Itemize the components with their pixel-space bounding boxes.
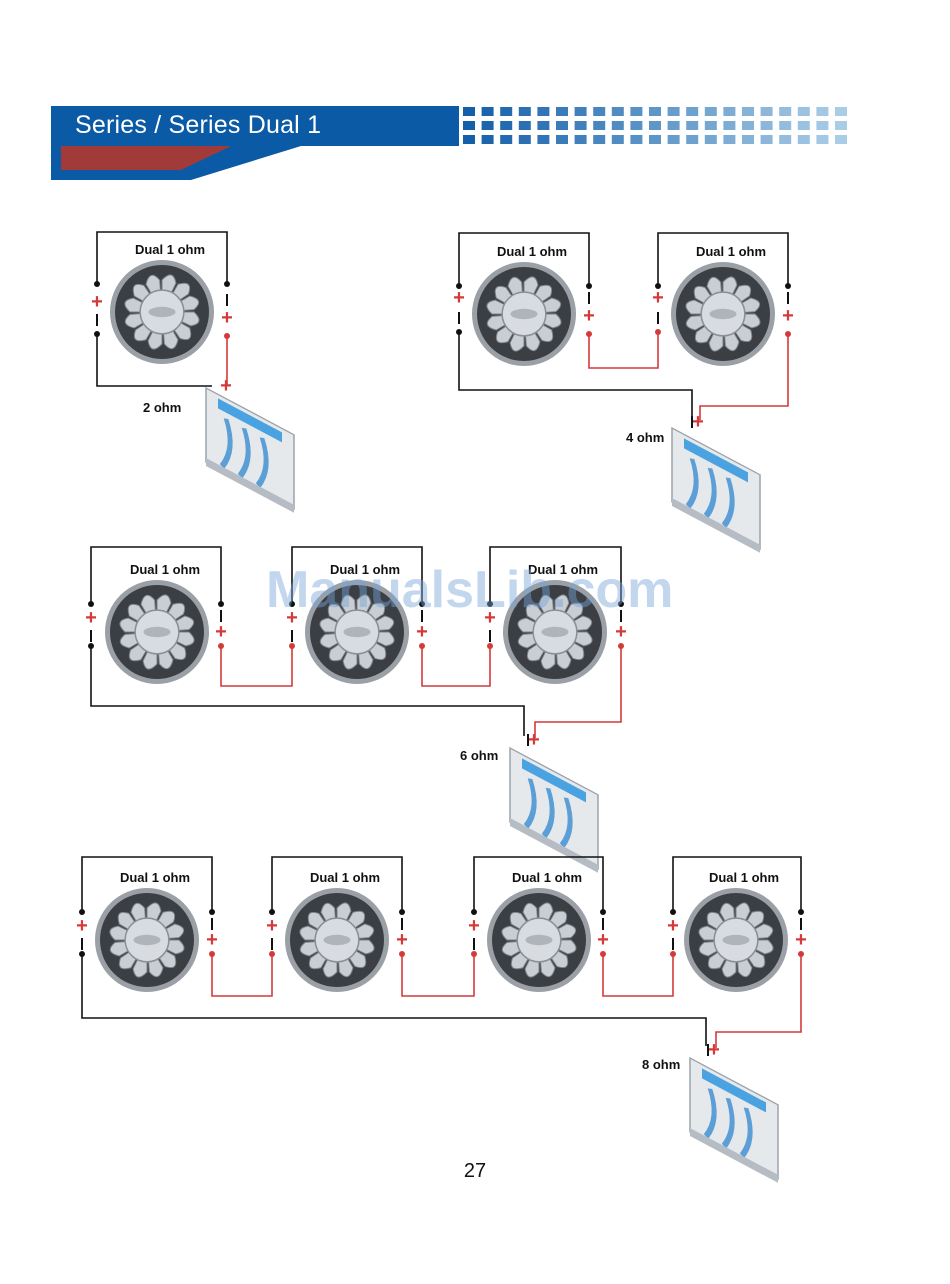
speaker-label: Dual 1 ohm	[497, 244, 567, 259]
plus-sign: +	[453, 287, 465, 309]
terminal-dot	[94, 281, 100, 287]
subwoofer-icon	[487, 888, 591, 992]
plus-sign: +	[782, 305, 794, 327]
subwoofer-icon	[110, 260, 214, 364]
wire-series-link	[212, 954, 272, 996]
speaker-badge	[722, 935, 749, 945]
amplifier-icon	[510, 748, 598, 873]
plus-sign: +	[76, 915, 88, 937]
amplifier-icon	[206, 388, 294, 513]
speaker-label: Dual 1 ohm	[512, 870, 582, 885]
speaker-label: Dual 1 ohm	[120, 870, 190, 885]
terminal-dot	[600, 909, 606, 915]
subwoofer-icon	[684, 888, 788, 992]
plus-sign: +	[220, 375, 232, 397]
terminal-dot	[399, 909, 405, 915]
watermark: ManualsLib.com	[266, 560, 673, 620]
terminal-dot	[209, 909, 215, 915]
speaker-badge	[133, 935, 160, 945]
plus-sign: +	[708, 1039, 720, 1061]
impedance-label: 2 ohm	[143, 400, 181, 415]
plus-sign: +	[597, 929, 609, 951]
wire-series-link	[221, 646, 292, 686]
wire-series-link	[589, 332, 658, 368]
impedance-label: 4 ohm	[626, 430, 664, 445]
impedance-label: 6 ohm	[460, 748, 498, 763]
speaker-label: Dual 1 ohm	[709, 870, 779, 885]
speaker-badge	[525, 935, 552, 945]
speaker-badge	[541, 627, 568, 637]
plus-sign: +	[221, 307, 233, 329]
impedance-label: 8 ohm	[642, 1057, 680, 1072]
plus-sign: +	[583, 305, 595, 327]
speaker-label: Dual 1 ohm	[310, 870, 380, 885]
plus-sign: +	[615, 621, 627, 643]
page-number: 27	[0, 1160, 950, 1183]
plus-sign: +	[266, 915, 278, 937]
plus-sign: +	[85, 607, 97, 629]
plus-sign: +	[416, 621, 428, 643]
speaker-badge	[323, 935, 350, 945]
subwoofer-icon	[671, 262, 775, 366]
speaker-label: Dual 1 ohm	[135, 242, 205, 257]
terminal-dot	[785, 283, 791, 289]
subwoofer-icon	[472, 262, 576, 366]
wire-series-link	[422, 646, 490, 686]
plus-sign: +	[692, 411, 704, 433]
subwoofer-icon	[105, 580, 209, 684]
amplifier-icon	[672, 428, 760, 553]
plus-sign: +	[528, 729, 540, 751]
plus-sign: +	[652, 287, 664, 309]
plus-sign: +	[795, 929, 807, 951]
plus-sign: +	[206, 929, 218, 951]
wire-series-link	[603, 954, 673, 996]
terminal-dot	[586, 283, 592, 289]
speaker-badge	[709, 309, 736, 319]
plus-sign: +	[396, 929, 408, 951]
terminal-dot	[218, 601, 224, 607]
speaker-label: Dual 1 ohm	[130, 562, 200, 577]
plus-sign: +	[468, 915, 480, 937]
wire-series-link	[402, 954, 474, 996]
subwoofer-icon	[95, 888, 199, 992]
speaker-label: Dual 1 ohm	[696, 244, 766, 259]
plus-sign: +	[91, 291, 103, 313]
plus-sign: +	[215, 621, 227, 643]
plus-sign: +	[667, 915, 679, 937]
terminal-dot	[224, 281, 230, 287]
subwoofer-icon	[285, 888, 389, 992]
speaker-badge	[148, 307, 175, 317]
speaker-badge	[343, 627, 370, 637]
speaker-badge	[510, 309, 537, 319]
terminal-dot	[798, 909, 804, 915]
speaker-badge	[143, 627, 170, 637]
